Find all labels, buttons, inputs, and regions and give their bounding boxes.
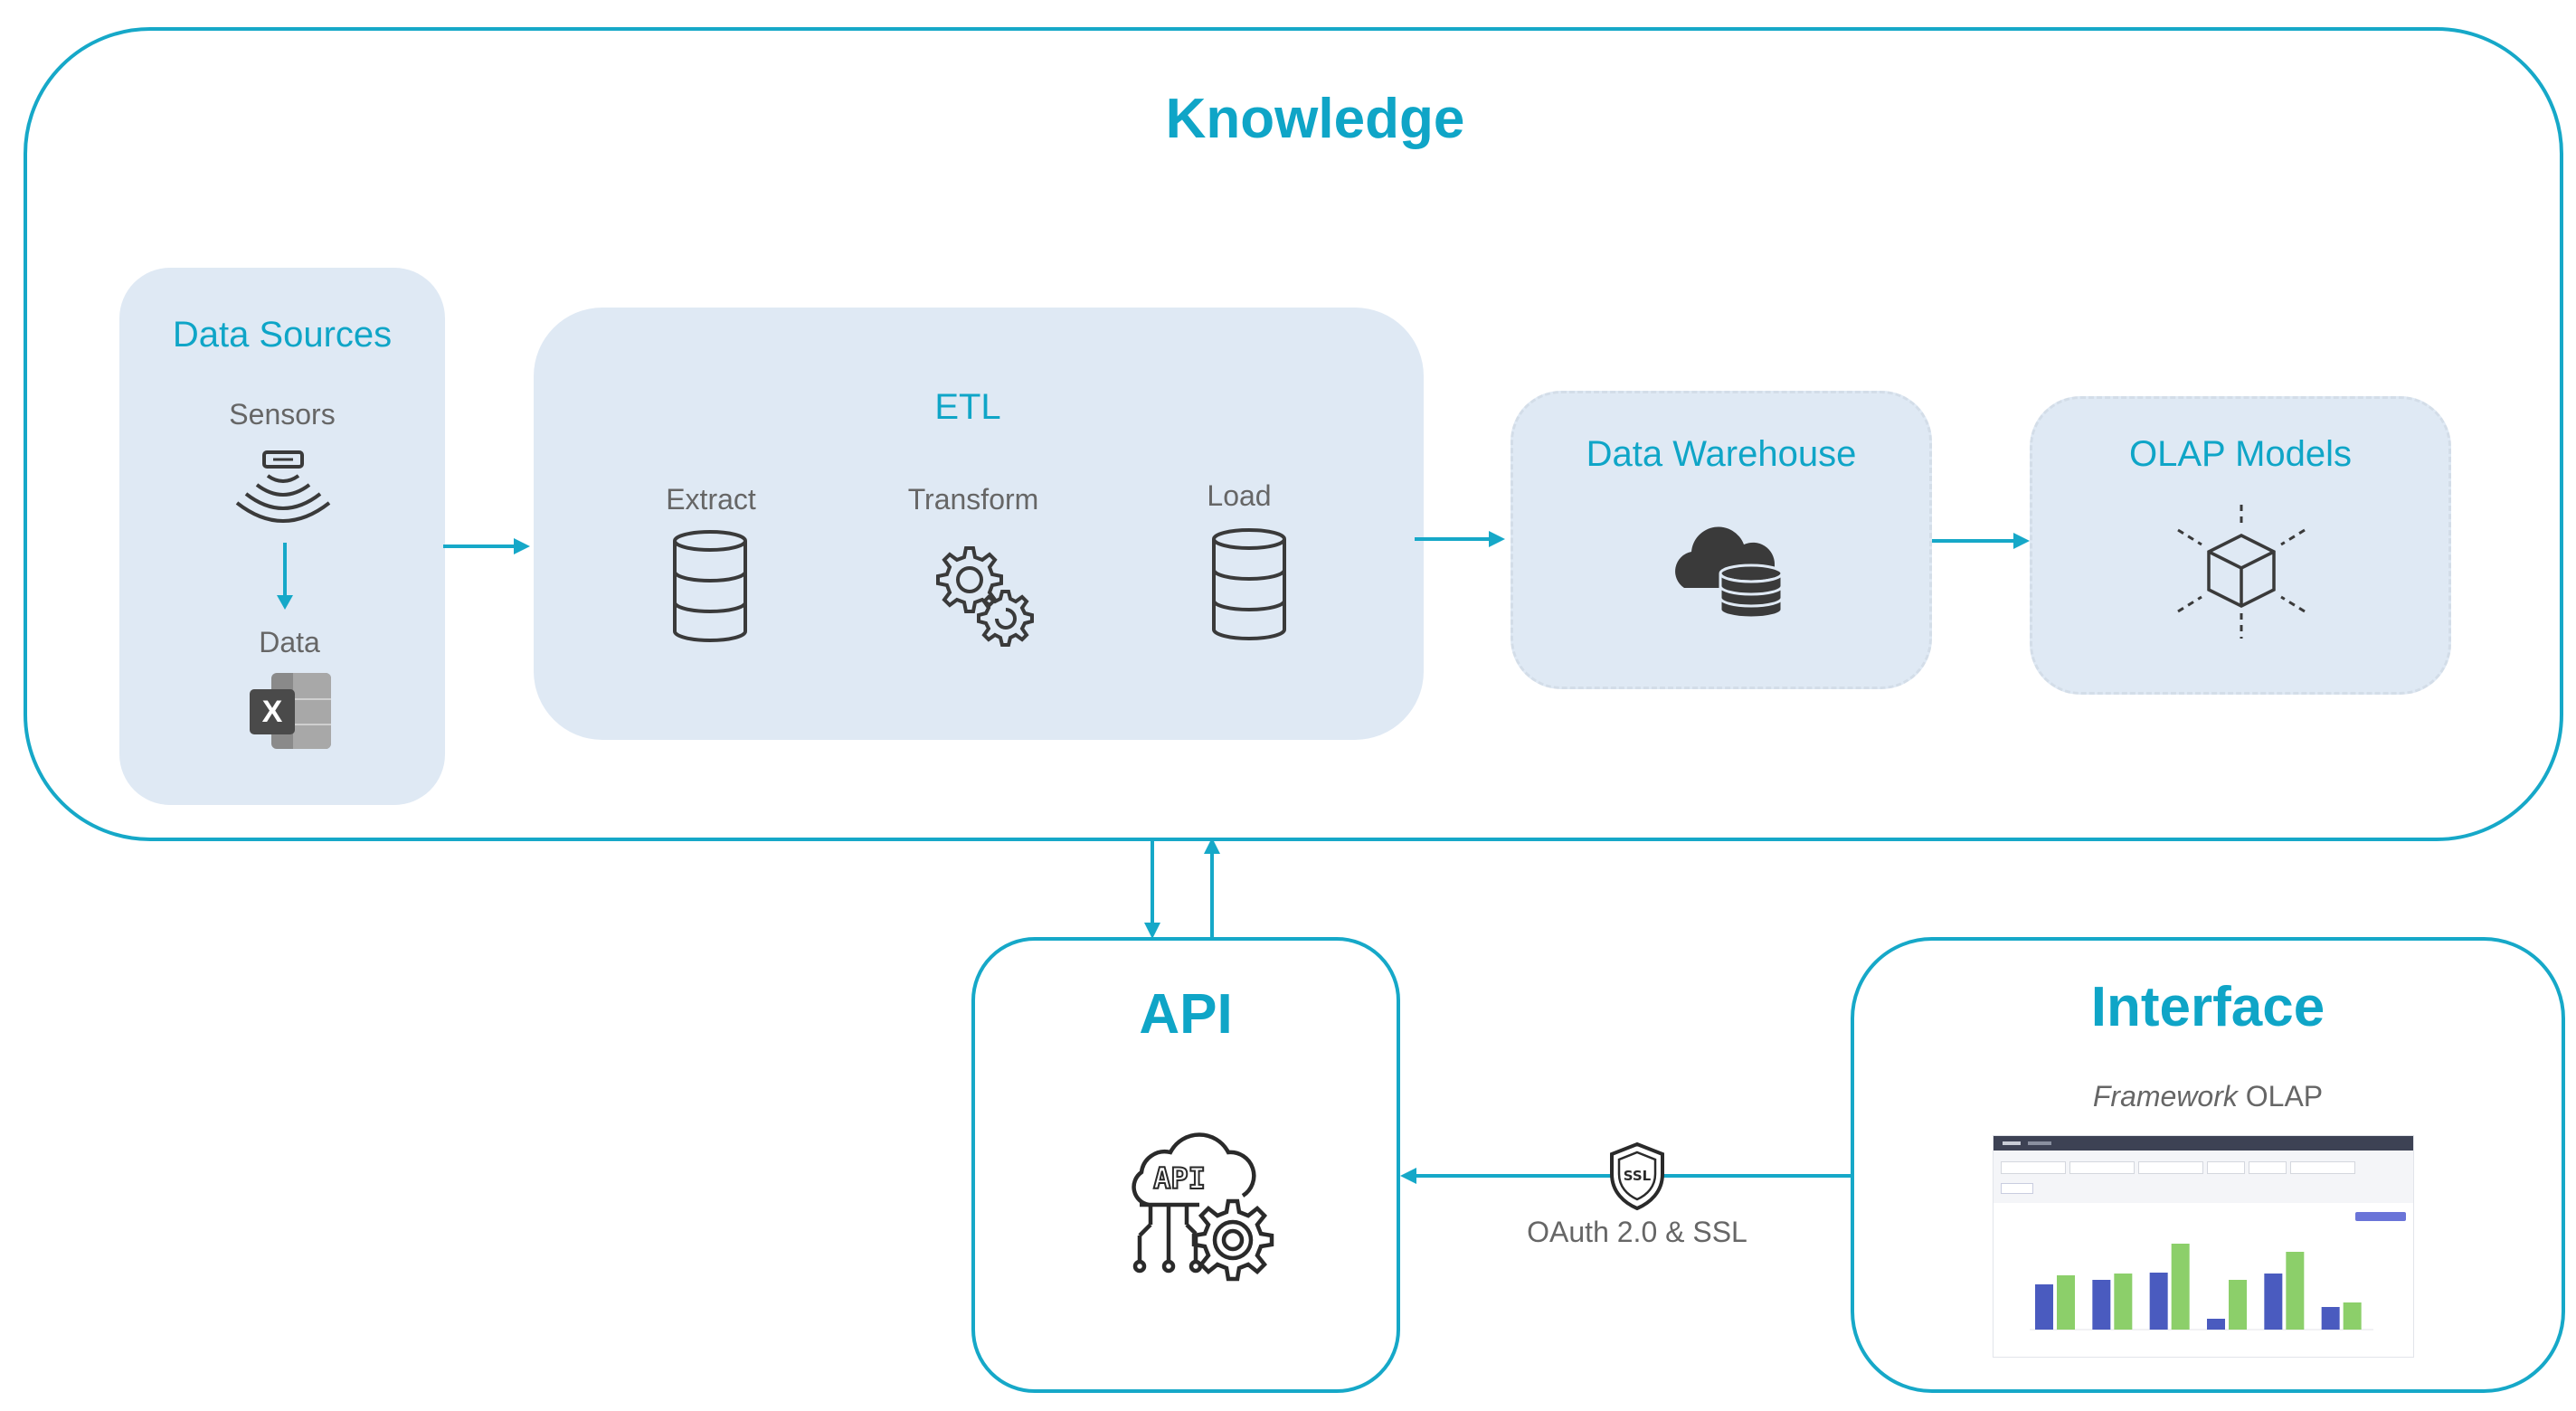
olap-framework-preview <box>1994 1136 2413 1357</box>
preview-bar <box>2171 1244 2190 1330</box>
preview-bar <box>2321 1307 2340 1330</box>
api-container <box>971 937 1400 1393</box>
api-title: API <box>1139 983 1233 1046</box>
data-label: Data <box>259 626 320 658</box>
preview-bar <box>2149 1273 2168 1330</box>
preview-filter-row <box>2001 1158 2399 1176</box>
preview-bar <box>2207 1319 2225 1330</box>
preview-bar-chart <box>2030 1244 2373 1331</box>
cloud-database-icon <box>1675 526 1784 620</box>
transform-label: Transform <box>907 483 1039 516</box>
sensors-label: Sensors <box>229 398 336 431</box>
load-database-icon <box>1212 528 1286 640</box>
interface-subtitle-italic: Framework <box>2092 1080 2238 1113</box>
api-cloud-gear-icon: API <box>1132 1132 1274 1282</box>
olap-models-title: OLAP Models <box>2128 434 2353 474</box>
preview-bar <box>2035 1284 2053 1330</box>
data-warehouse-panel <box>1511 391 1932 689</box>
etl-to-warehouse-arrow <box>1415 531 1505 547</box>
interface-subtitle: Framework OLAP <box>1851 1080 2565 1113</box>
transform-gears-icon <box>936 546 1034 647</box>
preview-bar <box>2286 1252 2305 1330</box>
warehouse-to-olap-arrow <box>1932 533 2030 549</box>
extract-label: Extract <box>666 483 756 516</box>
knowledge-title: Knowledge <box>1165 88 1465 150</box>
extract-database-icon <box>673 530 747 642</box>
knowledge-to-api-arrow <box>1144 841 1160 939</box>
etl-title: ETL <box>934 387 1001 427</box>
sensor-icon <box>235 450 331 523</box>
preview-topbar <box>1994 1136 2413 1151</box>
oauth-ssl-label: OAuth 2.0 & SSL <box>1527 1216 1747 1248</box>
cube-icon <box>2177 505 2306 639</box>
load-label: Load <box>1207 479 1272 512</box>
excel-icon: X <box>250 673 333 749</box>
ssl-badge-text: SSL <box>1624 1168 1652 1184</box>
olap-models-panel <box>2030 396 2451 695</box>
sensor-to-data-arrow <box>277 543 293 610</box>
data-sources-title: Data Sources <box>172 315 393 355</box>
excel-letter: X <box>261 695 283 729</box>
preview-chart-card <box>1994 1203 2413 1357</box>
preview-action-button <box>2355 1212 2406 1221</box>
preview-small-button <box>2001 1183 2033 1194</box>
api-to-knowledge-arrow <box>1204 838 1220 941</box>
interface-title: Interface <box>2090 976 2325 1038</box>
data-warehouse-title: Data Warehouse <box>1586 434 1857 474</box>
api-icon-text: API <box>1153 1161 1206 1196</box>
preview-bar <box>2057 1275 2075 1330</box>
preview-bar <box>2229 1280 2247 1330</box>
preview-bar <box>2092 1280 2111 1330</box>
ssl-shield-icon: SSL <box>1610 1141 1664 1211</box>
interface-subtitle-rest: OLAP <box>2237 1080 2324 1113</box>
sources-to-etl-arrow <box>443 538 530 554</box>
preview-bar <box>2264 1274 2283 1330</box>
preview-bar <box>2343 1302 2362 1330</box>
preview-bar <box>2114 1274 2133 1330</box>
etl-panel <box>534 308 1424 740</box>
